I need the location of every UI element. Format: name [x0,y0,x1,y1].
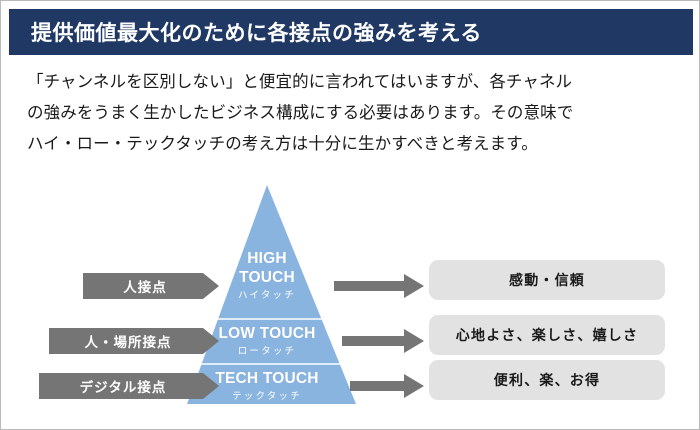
contact-label-text: 人接点 [123,280,167,295]
body-line-2: の強みをうまく生かしたビジネス構成にする必要はあります。その意味で [27,104,574,122]
contact-label-text: デジタル接点 [79,380,167,395]
flow-arrow-icon-2 [342,329,424,353]
touchpoint-pyramid-diagram: HIGH TOUCH ハイタッチ LOW TOUCH ロータッチ TECH TO… [1,177,699,417]
pyramid-shape [187,185,356,404]
outcome-box-low-touch[interactable]: 心地よさ、楽しさ、嬉しさ [429,315,665,355]
contact-label-text: 人・場所接点 [84,335,172,350]
body-line-1: 「チャンネルを区別しない」と便宜的に言われてはいますが、各チャネル [27,73,573,91]
flow-arrow-icon-3 [350,374,424,398]
header-bar: 提供価値最大化のために各接点の強みを考える [9,9,693,55]
chevron-shape-icon [39,373,219,399]
outcome-box-high-touch[interactable]: 感動・信頼 [429,260,665,300]
outcome-text: 感動・信頼 [509,272,585,288]
outcome-text: 便利、楽、お得 [493,372,601,388]
chevron-shape-icon [49,328,219,354]
contact-label-human-place[interactable]: 人・場所接点 [49,328,219,354]
page-title: 提供価値最大化のために各接点の強みを考える [31,22,482,45]
flow-arrow-icon-1 [334,274,424,298]
body-paragraph: 「チャンネルを区別しない」と便宜的に言われてはいますが、各チャネル の強みをうま… [27,67,677,160]
contact-label-digital[interactable]: デジタル接点 [39,373,219,399]
outcome-text: 心地よさ、楽しさ、嬉しさ [455,327,639,343]
contact-label-human[interactable]: 人接点 [83,273,219,299]
outcome-box-tech-touch[interactable]: 便利、楽、お得 [429,360,665,400]
body-line-3: ハイ・ロー・テックタッチの考え方は十分に生かすべきと考えます。 [27,135,538,153]
chevron-shape-icon [83,273,219,299]
